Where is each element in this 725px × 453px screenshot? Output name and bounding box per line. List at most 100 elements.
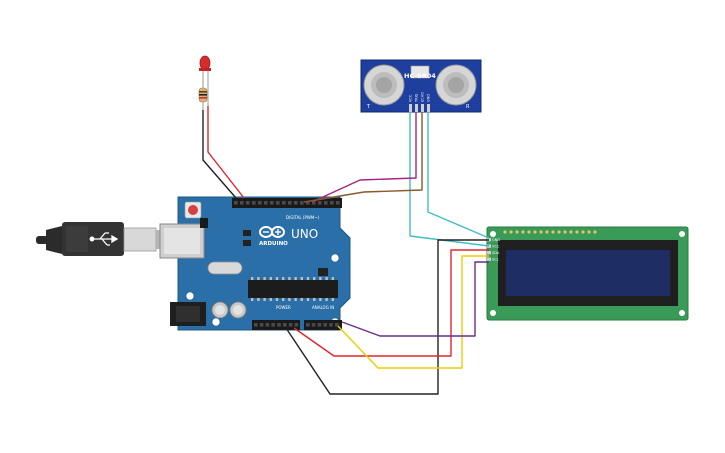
chip-pin — [257, 298, 260, 301]
wire-led-red — [207, 106, 245, 199]
header-pin — [318, 201, 322, 205]
crystal-oscillator — [207, 261, 243, 275]
chip-pin — [331, 277, 334, 280]
power-label: POWER — [276, 305, 291, 310]
header-pin — [312, 201, 316, 205]
lcd-pin-label: SCL — [492, 258, 499, 262]
header-pin — [336, 201, 340, 205]
dc-power-jack — [170, 302, 206, 326]
chip-pin — [257, 277, 260, 280]
chip-pin — [269, 277, 272, 280]
header-pin — [259, 323, 264, 327]
chip-pin — [300, 298, 303, 301]
header-pin — [283, 323, 287, 327]
lcd-pin — [487, 244, 491, 248]
digital-pwm-label: DIGITAL (PWM~) — [286, 215, 320, 220]
wire-sensor-brown — [303, 112, 423, 203]
lcd-pad — [581, 230, 585, 234]
sensor-model-label: HC-SR04 — [404, 72, 436, 80]
chip-pin — [306, 277, 310, 280]
chip-pin — [306, 298, 310, 301]
lcd-pad — [545, 230, 549, 234]
digital-header — [232, 198, 342, 208]
header-pin — [317, 323, 322, 327]
chip-pin — [263, 298, 266, 301]
chip-pin — [325, 298, 328, 301]
chip-pin — [300, 277, 303, 280]
chip-pin — [263, 277, 266, 280]
chip-pin — [282, 277, 285, 280]
sensor-receiver-icon — [435, 64, 477, 106]
sensor-pin-label: VCC — [409, 94, 413, 102]
header-pin — [264, 201, 268, 205]
header-pin — [258, 201, 262, 205]
header-pin — [276, 201, 280, 205]
wire-lcd-scl-purple — [341, 261, 489, 337]
chip-pin — [325, 277, 328, 280]
board-model-label: UNO — [291, 227, 318, 241]
header-pin — [306, 201, 310, 205]
chip-pin — [319, 277, 322, 280]
lcd-pad — [575, 230, 579, 234]
lcd-pad — [563, 230, 567, 234]
header-pin — [294, 323, 299, 327]
wire-led-black — [202, 110, 237, 199]
wire-lcd-vcc-red — [293, 249, 489, 357]
chip-pin — [269, 298, 272, 301]
chip-pin — [275, 277, 279, 280]
lcd-pad — [557, 230, 561, 234]
lcd-pad — [593, 230, 597, 234]
lcd-pad — [503, 230, 507, 234]
chip-pin — [319, 298, 322, 301]
header-pin — [300, 201, 304, 205]
sensor-transmitter-icon — [363, 64, 405, 106]
lcd-pin-label: SDA — [492, 251, 500, 255]
chip-pin — [313, 277, 316, 280]
chip-pin — [331, 298, 334, 301]
sensor-pin — [409, 104, 412, 112]
header-pin — [271, 323, 275, 327]
capacitor — [229, 301, 247, 319]
lcd-pad — [509, 230, 513, 234]
chip-pin — [313, 298, 316, 301]
chip-pin — [251, 298, 254, 301]
chip-pin — [294, 298, 297, 301]
chip-pin — [251, 277, 254, 280]
wire-sensor-cyan-b — [427, 112, 490, 239]
lcd-pad — [569, 230, 573, 234]
wire-sensor-cyan-a — [409, 112, 490, 247]
wire-lcd-gnd-black — [285, 239, 489, 395]
lcd-pad — [539, 230, 543, 234]
lcd-pad — [533, 230, 537, 234]
header-pin — [288, 323, 293, 327]
wires — [202, 106, 490, 395]
lcd-pin-label: GND — [492, 238, 500, 242]
arduino-uno-board: ARDUINO UNO DIGITAL (PWM~) POWER ANALOG … — [159, 196, 351, 331]
header-pin — [277, 323, 281, 327]
sensor-pin — [415, 104, 418, 112]
lcd-screen — [506, 250, 670, 296]
lcd-pin — [487, 257, 491, 261]
header-pin — [335, 323, 339, 327]
arduino-brand-label: ARDUINO — [259, 241, 288, 247]
lcd-pad — [515, 230, 519, 234]
sensor-pin — [427, 104, 430, 112]
resistor — [198, 87, 208, 110]
header-pin — [323, 323, 327, 327]
header-pin — [265, 323, 270, 327]
sensor-pin-label: GND — [427, 94, 431, 102]
header-pin — [324, 201, 328, 205]
wire-lcd-sda-yellow — [337, 255, 489, 369]
header-pin — [254, 323, 258, 327]
sensor-r-mark: R — [466, 104, 470, 110]
header-pin — [306, 323, 310, 327]
atmega-chip — [248, 277, 338, 301]
reset-button — [184, 201, 202, 219]
lcd-pad — [521, 230, 525, 234]
sensor-pin — [421, 104, 424, 112]
analog-in-label: ANALOG IN — [312, 305, 334, 310]
wire-sensor-magenta — [311, 112, 417, 203]
capacitor — [211, 301, 229, 319]
